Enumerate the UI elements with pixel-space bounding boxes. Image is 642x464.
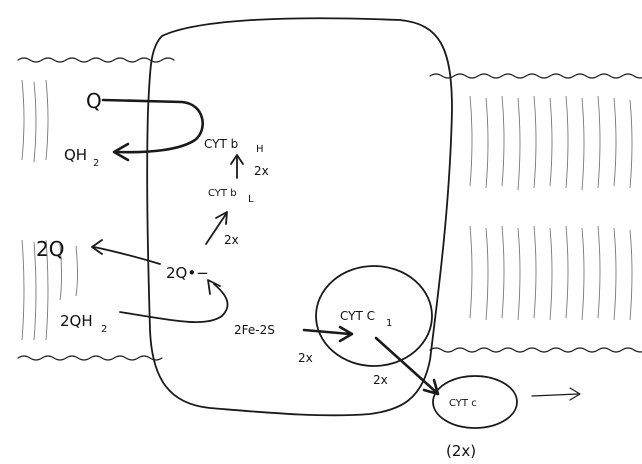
label-cyt-bl-sub: L	[248, 194, 254, 205]
label-q: Q	[86, 89, 102, 113]
membrane-top-edge-right	[430, 74, 642, 78]
label-2x-3: 2x	[298, 351, 313, 365]
label-2x-paren: (2x)	[446, 442, 476, 460]
label-2q-radical: 2Q•−	[166, 264, 209, 282]
label-2q: 2Q	[36, 237, 64, 261]
lipid-stripes-left	[22, 80, 78, 340]
label-qh2-sub: 2	[93, 158, 99, 169]
label-cyt-bh-sub: H	[256, 144, 264, 155]
radical-to-2q-arrow	[94, 247, 160, 264]
lipid-stripes-right	[470, 96, 632, 320]
label-qh2: QH	[64, 146, 87, 164]
label-2x-1: 2x	[254, 164, 269, 178]
label-2x-4: 2x	[373, 373, 388, 387]
label-2qh2-sub: 2	[101, 324, 107, 335]
label-cyt-bh: CYT b	[204, 137, 238, 151]
label-cyt-c: CYT c	[449, 398, 477, 409]
label-2qh2: 2QH	[60, 312, 93, 330]
cyt-c-out-arrow	[532, 394, 578, 396]
label-cyt-bl: CYT b	[208, 188, 237, 199]
membrane-bottom-edge-right	[430, 348, 642, 352]
label-cyt-c1-sub: 1	[386, 318, 392, 329]
qh2-to-radical-arrow	[120, 284, 228, 322]
q-loop-arrow	[103, 100, 203, 152]
label-2x-2: 2x	[224, 233, 239, 247]
label-fes: 2Fe-2S	[234, 323, 275, 337]
fes-to-c1-arrow	[304, 330, 350, 334]
membrane	[18, 58, 642, 360]
label-cyt-c1: CYT C	[340, 309, 375, 323]
membrane-bottom-edge	[18, 356, 162, 360]
